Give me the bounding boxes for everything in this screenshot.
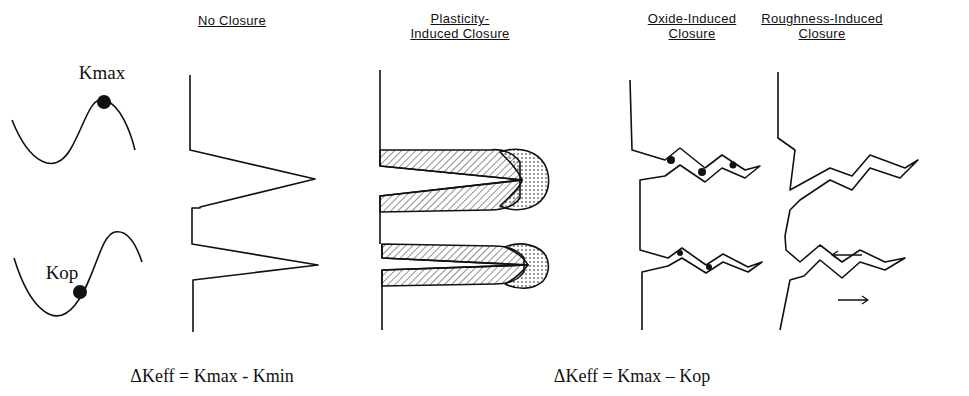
load-wave-op: [14, 232, 142, 316]
kmax-label: Kmax: [79, 62, 125, 84]
plastic-wake-top: [380, 150, 522, 212]
section-heading: Oxide-Induced Closure: [637, 12, 747, 42]
plasticity-crack-bottom: [382, 244, 528, 330]
plasticity-crack-top: [380, 70, 522, 244]
oxide-particle: [698, 168, 706, 176]
shear-arrow-left: [832, 251, 862, 259]
oxide-particle: [677, 250, 683, 256]
oxide-particle: [706, 264, 712, 270]
kop-point: [73, 285, 87, 299]
section-heading: Plasticity-Induced Closure: [410, 12, 510, 42]
section-heading: No Closure: [177, 14, 287, 29]
delta-k-eff-equation: ΔKeff = Kmax – Kop: [554, 366, 710, 387]
oxide-crack-top: [630, 80, 760, 240]
section-heading: Roughness-Induced Closure: [757, 12, 887, 42]
rough-crack-top: [778, 72, 918, 236]
rough-crack-bottom: [780, 236, 905, 330]
plastic-zone-top: [500, 149, 549, 209]
kop-label: Kop: [46, 262, 79, 284]
oxide-crack-bottom: [640, 240, 762, 330]
open-crack: [190, 75, 318, 332]
delta-k-eff-equation: ΔKeff = Kmax - Kmin: [130, 366, 293, 387]
shear-arrow-right: [838, 296, 868, 304]
oxide-particle: [667, 156, 675, 164]
kmax-point: [97, 95, 111, 109]
oxide-particle: [730, 162, 737, 169]
load-wave-max: [12, 99, 135, 163]
